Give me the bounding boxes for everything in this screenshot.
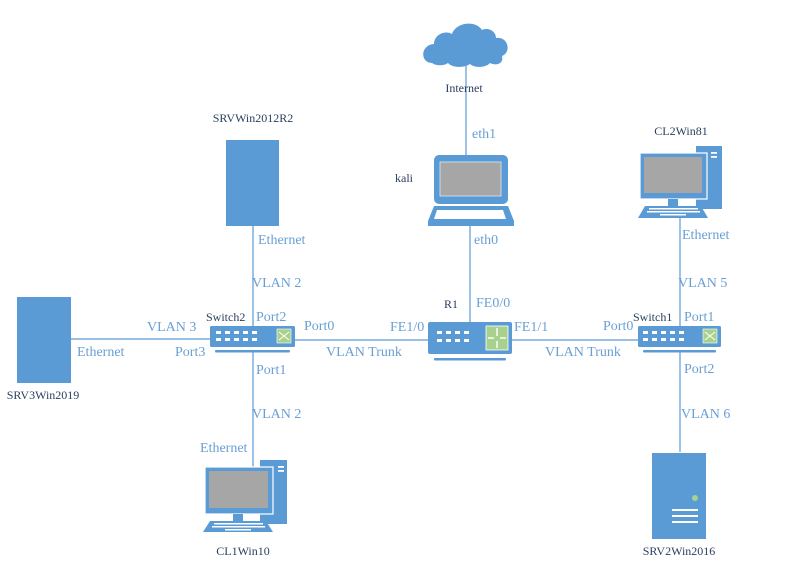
port-label-cl1win10-ethernet: Ethernet — [200, 441, 248, 456]
node-srv3win2019[interactable]: SRV3Win2019 — [7, 297, 80, 402]
desktop-pc-icon — [203, 460, 287, 532]
port-label-cl2win81-ethernet: Ethernet — [682, 228, 730, 243]
node-switch2[interactable]: Switch2 — [206, 310, 295, 353]
cloud-icon — [423, 23, 508, 67]
node-label-kali: kali — [395, 171, 414, 185]
switch-icon — [638, 326, 721, 353]
vlan-label-switch1-port1: VLAN 5 — [678, 276, 727, 291]
node-label-switch2: Switch2 — [206, 310, 245, 324]
port-label-switch1-port0: Port0 — [603, 319, 633, 334]
port-label-r1-fe0-0: FE0/0 — [476, 296, 510, 311]
server-icon — [226, 140, 279, 226]
port-label-switch2-port3: Port3 — [175, 345, 205, 360]
port-label-srvwin2012r2-ethernet: Ethernet — [258, 233, 306, 248]
node-kali[interactable]: kali — [395, 155, 514, 226]
node-cl2win81[interactable]: CL2Win81 — [638, 124, 722, 218]
port-label-srv3win2019-ethernet: Ethernet — [77, 345, 125, 360]
node-label-r1: R1 — [444, 297, 458, 311]
port-label-switch2-port1: Port1 — [256, 363, 286, 378]
node-label-cl2win81: CL2Win81 — [654, 124, 708, 138]
vlan-label-switch2-port1: VLAN 2 — [252, 407, 301, 422]
node-label-switch1: Switch1 — [633, 310, 672, 324]
node-srvwin2012r2[interactable]: SRVWin2012R2 — [213, 111, 294, 226]
router-icon — [428, 322, 512, 361]
port-label-kali-eth1: eth1 — [472, 127, 496, 142]
links — [71, 64, 681, 468]
port-label-switch1-port2: Port2 — [684, 362, 714, 377]
switch-icon — [210, 326, 295, 353]
tower-server-icon — [652, 453, 706, 539]
vlan-label-switch1-port2: VLAN 6 — [681, 407, 730, 422]
laptop-icon — [428, 155, 514, 226]
desktop-pc-icon — [638, 146, 722, 218]
node-srv2win2016[interactable]: SRV2Win2016 — [643, 453, 716, 558]
node-label-srv2win2016: SRV2Win2016 — [643, 544, 716, 558]
link-label-r1-switch1-trunk: VLAN Trunk — [545, 345, 621, 360]
port-label-kali-eth0: eth0 — [474, 233, 498, 248]
node-label-cl1win10: CL1Win10 — [216, 544, 270, 558]
node-r1[interactable]: R1 — [428, 297, 512, 361]
node-label-srv3win2019: SRV3Win2019 — [7, 388, 80, 402]
node-label-internet: Internet — [445, 81, 483, 95]
vlan-label-switch2-port2: VLAN 2 — [252, 276, 301, 291]
node-switch1[interactable]: Switch1 — [633, 310, 721, 353]
node-cl1win10[interactable]: CL1Win10 — [203, 460, 287, 558]
vlan-label-switch2-port3: VLAN 3 — [147, 320, 196, 335]
port-label-r1-fe1-1: FE1/1 — [514, 320, 548, 335]
node-internet[interactable]: Internet — [423, 23, 508, 95]
port-label-r1-fe1-0: FE1/0 — [390, 320, 424, 335]
link-label-r1-switch2-trunk: VLAN Trunk — [326, 345, 402, 360]
port-label-switch1-port1: Port1 — [684, 310, 714, 325]
node-label-srvwin2012r2: SRVWin2012R2 — [213, 111, 294, 125]
port-label-switch2-port0: Port0 — [304, 319, 334, 334]
server-icon — [17, 297, 71, 383]
port-label-switch2-port2: Port2 — [256, 310, 286, 325]
